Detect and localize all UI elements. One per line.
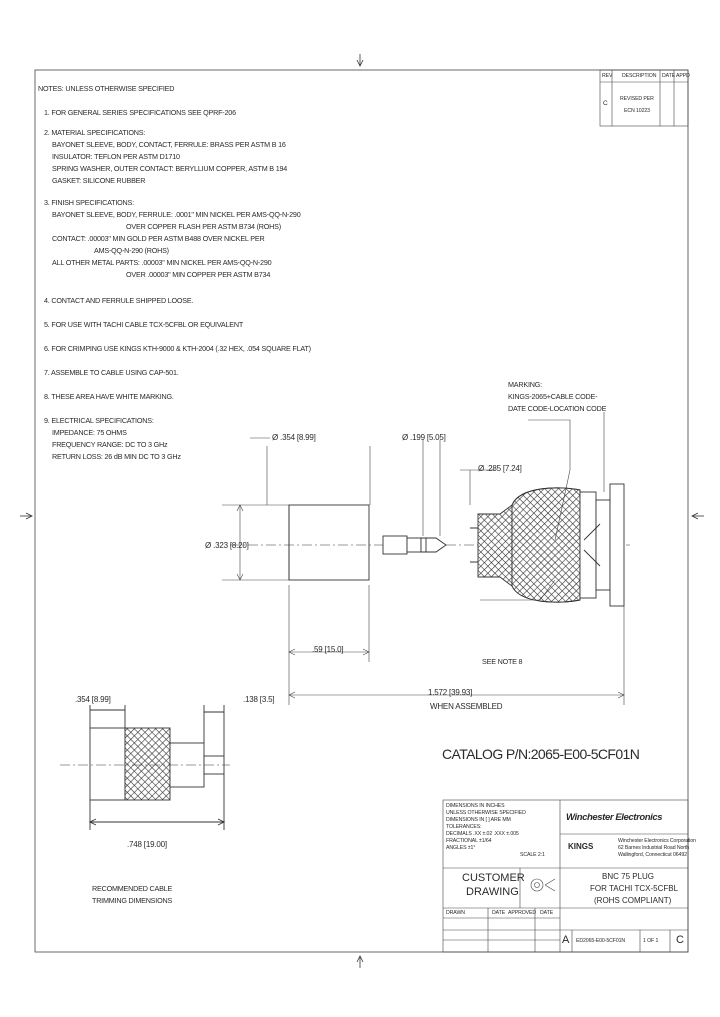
callout-marking-3: DATE CODE-LOCATION CODE xyxy=(508,404,607,413)
center-marks xyxy=(20,54,704,968)
rev-letter: C xyxy=(603,100,608,107)
rev-desc-1: REVISED PER xyxy=(620,96,654,102)
company-address-1: Winchester Electronics Corporation xyxy=(618,838,696,844)
dim-jacket-strip: .354 [8.99] xyxy=(75,695,111,704)
sheet-size: A xyxy=(562,934,570,946)
tol-line-2: UNLESS OTHERWISE SPECIFIED xyxy=(446,810,526,816)
customer-label: CUSTOMER xyxy=(462,872,525,884)
note-5: 5. FOR USE WITH TACHI CABLE TCX-5CFBL OR… xyxy=(44,320,244,329)
callout-marking-2: KINGS-2065+CABLE CODE- xyxy=(508,392,598,401)
note-7: 7. ASSEMBLE TO CABLE USING CAP-501. xyxy=(44,368,179,377)
rev-header-appd: APPD xyxy=(676,73,690,79)
label-drawn: DRAWN xyxy=(446,910,465,916)
note-1: 1. FOR GENERAL SERIES SPECIFICATIONS SEE… xyxy=(44,108,236,117)
company-logo-text: Winchester Electronics xyxy=(566,812,663,823)
rev-header-date: DATE xyxy=(662,73,676,79)
note-2-a: BAYONET SLEEVE, BODY, CONTACT, FERRULE: … xyxy=(52,140,286,149)
revision-block xyxy=(599,69,689,127)
tol-line-1: DIMENSIONS IN INCHES xyxy=(446,803,505,809)
title-rev: C xyxy=(676,934,684,946)
dim-pin-length: .138 [3.5] xyxy=(243,695,275,704)
title-block-frame xyxy=(442,799,689,953)
dim-assembled-length: 1.572 [39.93] xyxy=(428,688,473,697)
sheet-count: 1 OF 1 xyxy=(643,938,659,944)
note-3-e: ALL OTHER METAL PARTS: .00003" MIN NICKE… xyxy=(52,258,272,267)
note-8: 8. THESE AREA HAVE WHITE MARKING. xyxy=(44,392,174,401)
dim-ferrule-diameter: Ø .323 [8.20] xyxy=(205,541,249,550)
note-3-c: CONTACT: .00003" MIN GOLD PER ASTM B488 … xyxy=(52,234,265,243)
tol-scale: SCALE 2:1 xyxy=(520,852,545,858)
callout-marking-1: MARKING: xyxy=(508,380,542,389)
dim-total-strip: .748 [19.00] xyxy=(127,840,167,849)
label-date-2: DATE xyxy=(540,910,554,916)
dim-assembled-note: WHEN ASSEMBLED xyxy=(430,702,503,711)
company-address-2: 62 Barnes Industrial Road North xyxy=(618,845,690,851)
note-3-title: 3. FINISH SPECIFICATIONS: xyxy=(44,198,134,207)
drawing-number: ED2065-E00-5CF01N xyxy=(576,938,626,944)
cable-trim-detail xyxy=(60,705,230,830)
tol-line-5: DECIMALS .XX ±.02 .XXX ±.005 xyxy=(446,831,519,837)
rev-desc-2: ECN 10223 xyxy=(624,108,650,114)
callout-recommended-1: RECOMMENDED CABLE xyxy=(92,884,173,893)
note-3-d: AMS-QQ-N-290 (ROHS) xyxy=(94,246,169,255)
note-2-d: GASKET: SILICONE RUBBER xyxy=(52,176,146,185)
label-date: DATE xyxy=(492,910,506,916)
company-address-3: Wallingford, Connecticut 06492 xyxy=(618,852,687,858)
callout-see-note: SEE NOTE 8 xyxy=(482,657,523,666)
note-3-a: BAYONET SLEEVE, BODY, FERRULE: .0001" MI… xyxy=(52,210,301,219)
note-2-title: 2. MATERIAL SPECIFICATIONS: xyxy=(44,128,146,137)
dimension-lines xyxy=(222,412,625,705)
tol-line-7: ANGLES ±1° xyxy=(446,845,476,851)
sheet-border xyxy=(34,69,689,953)
brand-kings: KINGS xyxy=(568,842,594,851)
part-title-3: (ROHS COMPLIANT) xyxy=(594,896,672,905)
dim-dielectric-diameter: Ø .199 [5.05] xyxy=(402,433,446,442)
note-6: 6. FOR CRIMPING USE KINGS KTH-9000 & KTH… xyxy=(44,344,311,353)
note-3-f: OVER .00003" MIN COPPER PER ASTM B734 xyxy=(126,270,271,279)
note-4: 4. CONTACT AND FERRULE SHIPPED LOOSE. xyxy=(44,296,194,305)
dim-ferrule-length: .59 [15.0] xyxy=(312,645,344,654)
dim-outer-diameter: Ø .354 [8.99] xyxy=(272,433,316,442)
catalog-number: CATALOG P/N:2065-E00-5CF01N xyxy=(442,746,640,762)
note-2-b: INSULATOR: TEFLON PER ASTM D1710 xyxy=(52,152,180,161)
drawing-label: DRAWING xyxy=(466,886,519,898)
note-9-b: FREQUENCY RANGE: DC TO 3 GHz xyxy=(52,440,168,449)
tol-line-3: DIMENSIONS IN [ ] ARE MM xyxy=(446,817,511,823)
note-9-a: IMPEDANCE: 75 OHMS xyxy=(52,428,127,437)
note-9-title: 9. ELECTRICAL SPECIFICATIONS: xyxy=(44,416,154,425)
connector-drawing xyxy=(230,483,630,607)
note-3-b: OVER COPPER FLASH PER ASTM B734 (ROHS) xyxy=(126,222,281,231)
part-title-2: FOR TACHI TCX-5CFBL xyxy=(590,884,679,893)
tol-line-4: TOLERANCES: xyxy=(446,824,482,830)
callout-recommended-2: TRIMMING DIMENSIONS xyxy=(92,896,173,905)
rev-header-rev: REV xyxy=(602,73,613,79)
note-9-c: RETURN LOSS: 26 dB MIN DC TO 3 GHz xyxy=(52,452,181,461)
label-approved: APPROVED xyxy=(508,910,537,916)
tol-line-6: FRACTIONAL ±1/64 xyxy=(446,838,492,844)
part-title-1: BNC 75 PLUG xyxy=(602,872,655,881)
notes-header: NOTES: UNLESS OTHERWISE SPECIFIED xyxy=(38,84,175,93)
dim-body-diameter: Ø .285 [7.24] xyxy=(478,464,522,473)
note-2-c: SPRING WASHER, OUTER CONTACT: BERYLLIUM … xyxy=(52,164,288,173)
rev-header-desc: DESCRIPTION xyxy=(622,73,657,79)
